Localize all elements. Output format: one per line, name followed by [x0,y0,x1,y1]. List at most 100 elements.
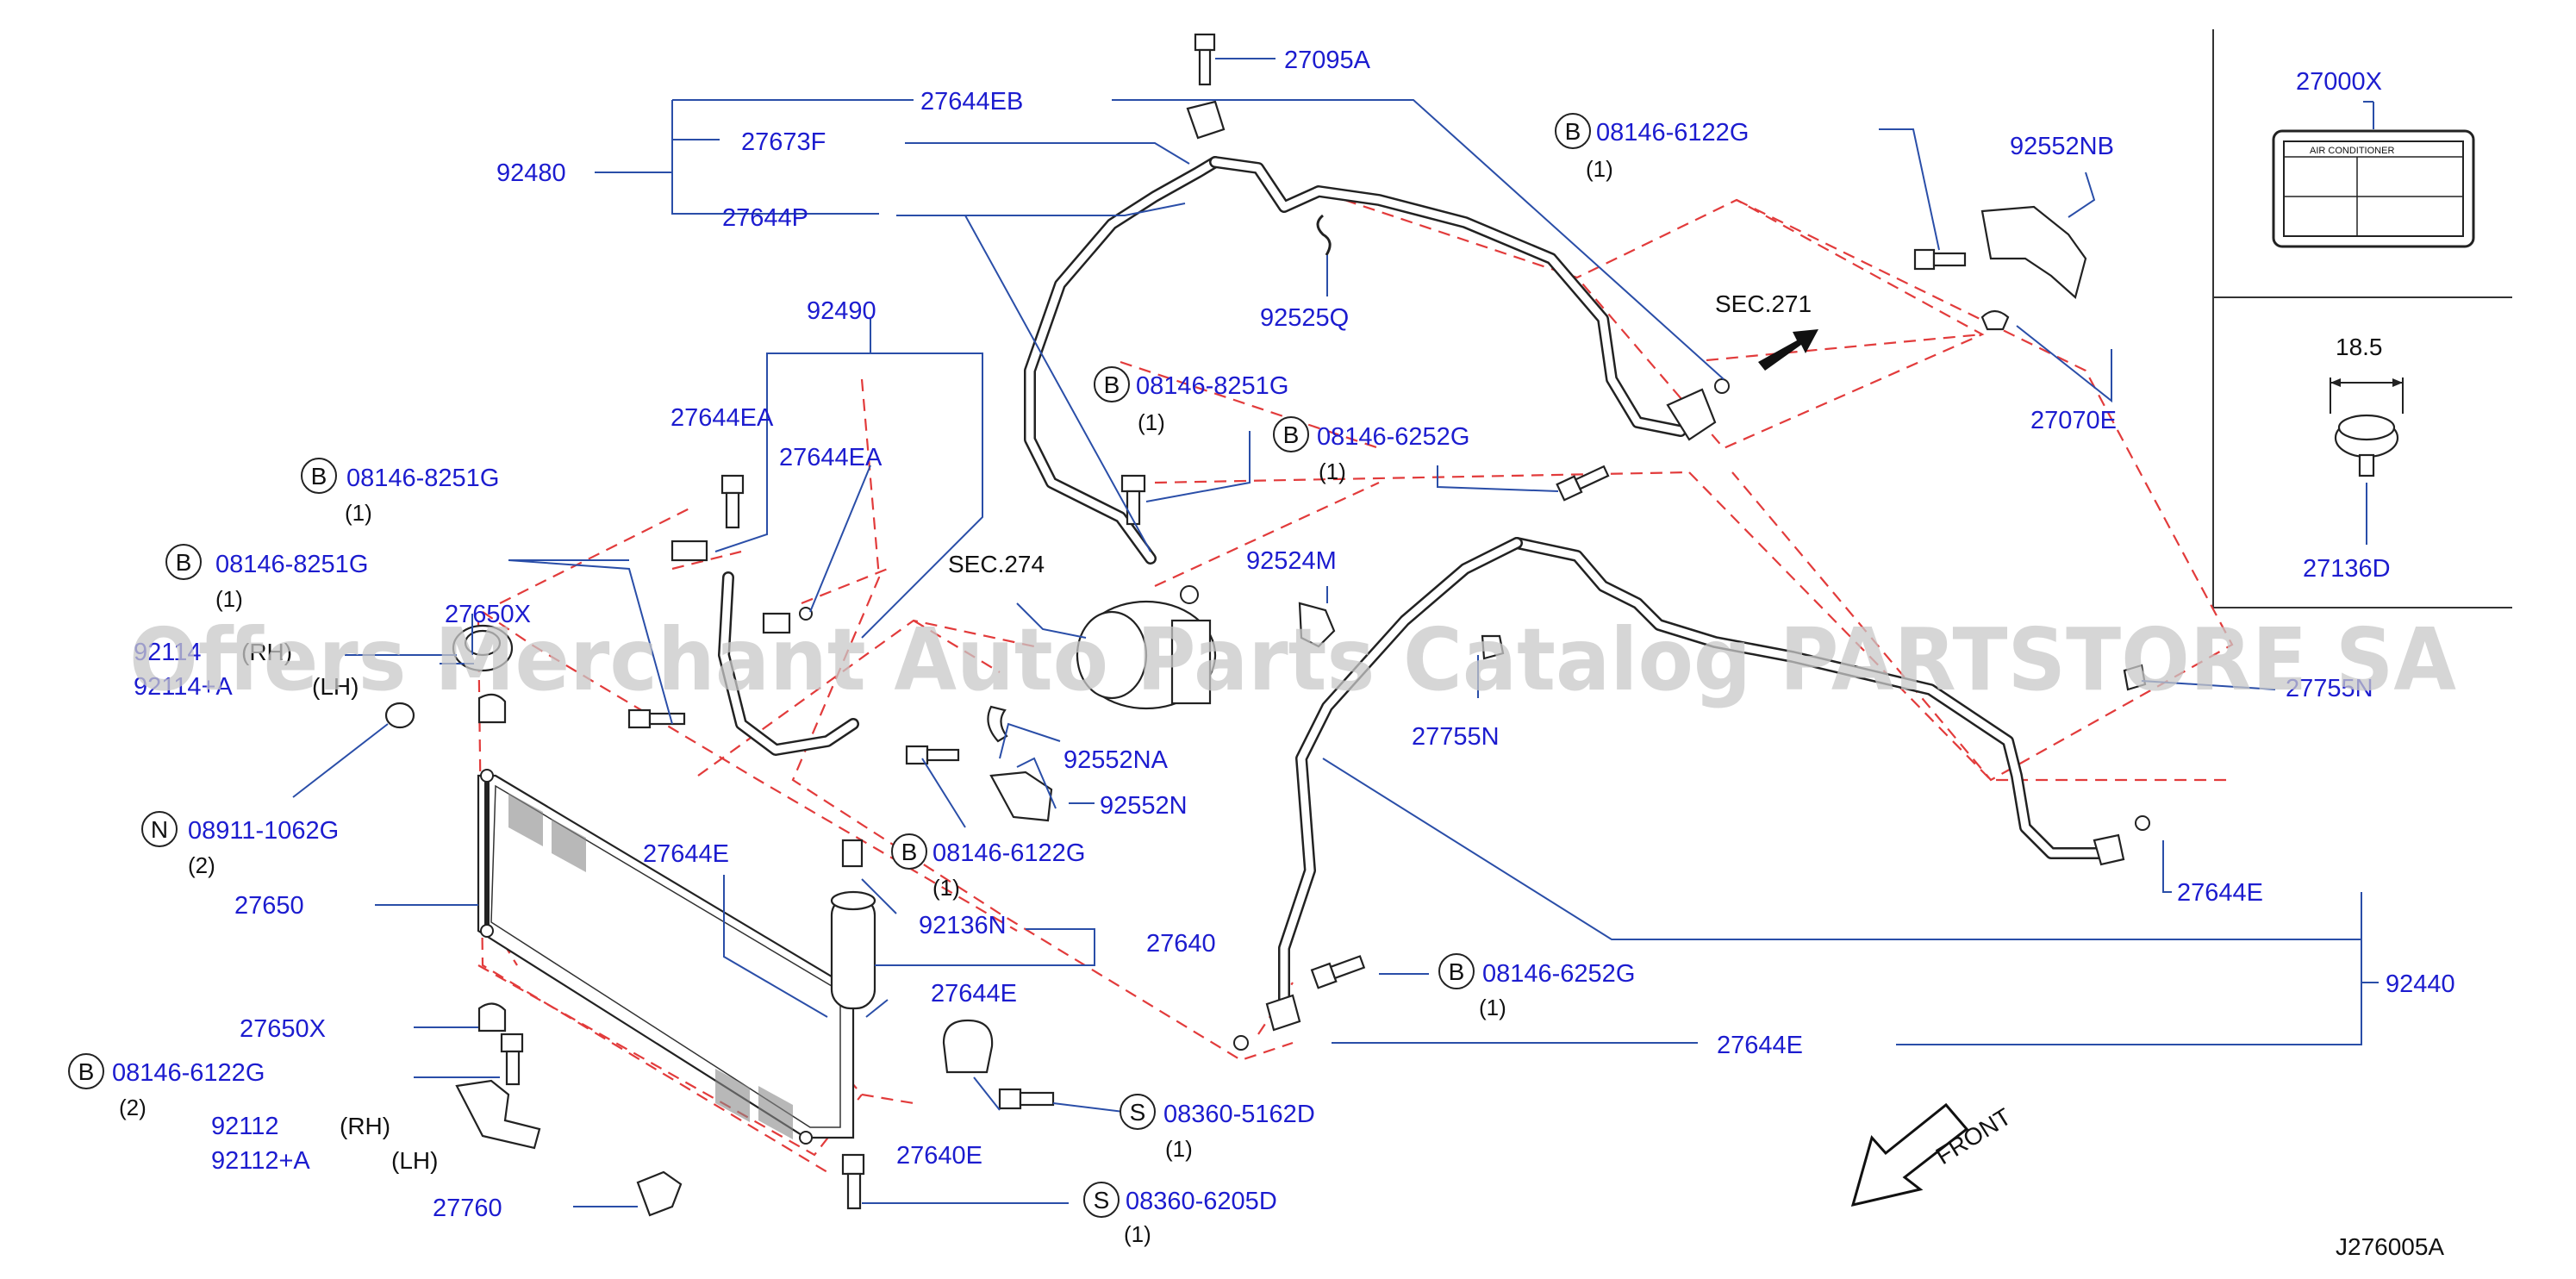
mount-icon [477,693,507,724]
part-label[interactable]: 27650X [445,601,531,628]
side-label: (RH) [241,639,292,665]
marker-s: S [1130,1099,1146,1126]
side-label: (RH) [340,1113,390,1139]
part-label[interactable]: 08146-6122G [1596,119,1749,147]
watermark: Offers Merchant Auto Parts Catalog PARTS… [129,609,2456,710]
part-label[interactable]: 92440 [2386,970,2455,998]
quantity: (1) [345,500,372,526]
ac-pipes [718,156,2109,1006]
part-label[interactable]: 27644EB [920,88,1023,115]
part-label[interactable]: 27644EA [671,404,774,432]
pipe-flange-icon [1265,994,1301,1032]
part-label[interactable]: 92136N [919,912,1007,939]
part-label[interactable]: 92525Q [1260,304,1349,332]
marker-b: B [1565,118,1581,145]
part-label[interactable]: 27644E [1717,1032,1803,1059]
bolt-icon [627,708,686,729]
part-label[interactable]: 92552NA [1063,746,1169,774]
clip-icon [1481,634,1505,660]
nut-icon [384,702,415,729]
part-label[interactable]: 92114 [134,639,202,666]
side-label: (LH) [391,1147,438,1174]
fitting-icon [671,540,708,562]
part-label[interactable]: 92112 [211,1113,279,1140]
front-arrow-icon [1850,1102,1969,1207]
part-label[interactable]: 27644E [643,840,729,868]
section-ref[interactable]: SEC.274 [948,551,1045,577]
part-label[interactable]: 08146-8251G [1136,372,1288,400]
part-label[interactable]: 27650X [240,1015,326,1043]
part-label[interactable]: 08360-6205D [1126,1188,1277,1215]
part-label[interactable]: 08360-5162D [1163,1101,1315,1128]
part-label[interactable]: 27644E [931,980,1017,1008]
part-label[interactable]: 92114+A [134,673,233,701]
part-label[interactable]: 08146-6252G [1317,423,1469,451]
part-label[interactable]: 08146-8251G [215,551,368,578]
part-label[interactable]: 27070E [2030,407,2117,434]
part-label[interactable]: 27644EA [779,444,883,471]
clip-icon [987,705,1008,743]
clip-icon [1316,214,1332,256]
section-ref[interactable]: SEC.271 [1715,290,1812,317]
part-label[interactable]: 27644P [722,204,808,232]
part-label[interactable]: 92524M [1246,547,1337,575]
leader-lines [292,58,2379,1207]
mount-icon [477,1002,507,1033]
part-label[interactable]: 08911-1062G [188,817,339,845]
quantity: (1) [1124,1221,1151,1247]
part-label[interactable]: 27640 [1146,930,1216,958]
part-label[interactable]: 08146-6252G [1482,960,1635,988]
part-label[interactable]: 92552NB [2010,133,2114,160]
fitting-icon [762,612,791,634]
bolt-icon [1310,955,1366,989]
part-label[interactable]: 27760 [433,1195,502,1222]
part-label[interactable]: 92490 [807,297,876,325]
part-label[interactable]: 08146-8251G [346,465,499,492]
pipe-flange-icon [2093,833,2125,866]
marker-b: B [311,463,327,490]
part-label[interactable]: 08146-6122G [932,839,1085,867]
part-label[interactable]: 08146-6122G [112,1059,265,1087]
quantity: (1) [1138,409,1165,435]
part-label[interactable]: 27640E [896,1142,982,1170]
bracket-icon [942,1019,994,1074]
bolt-icon [841,1153,865,1210]
ac-label-text: AIR CONDITIONER [2310,146,2394,156]
condenser-icon [477,769,855,1145]
receiver-tank-icon [830,839,876,1010]
quantity: (1) [1319,459,1346,484]
bracket-icon [1980,205,2087,300]
clip-icon [636,1170,683,1217]
sec271-arrow-icon [1758,329,1818,371]
bolt-icon [1556,465,1610,502]
part-label[interactable]: 27000X [2296,68,2382,96]
part-label[interactable]: 27755N [2286,675,2373,702]
quantity: (1) [932,875,960,901]
part-label[interactable]: 27755N [1412,723,1500,751]
part-label[interactable]: 92552N [1100,792,1188,820]
part-label[interactable]: 27644E [2177,879,2263,907]
clip-icon [2123,664,2147,691]
quantity: (1) [215,586,243,612]
part-label[interactable]: 92480 [496,159,566,187]
marker-n: N [151,816,168,843]
marker-b: B [1283,421,1300,448]
part-label[interactable]: 27650 [234,892,304,920]
part-label[interactable]: 27136D [2303,555,2391,583]
inset-panel: AIR CONDITIONER [2212,29,2512,608]
part-label[interactable]: 27095A [1284,47,1371,74]
side-label: (LH) [312,673,359,700]
pipe-flange-icon [1666,388,1717,441]
compressor-icon [1076,585,1217,710]
part-label[interactable]: 92112+A [211,1147,310,1175]
marker-circles [68,113,1591,1218]
diagram-code: J276005A [2336,1233,2444,1260]
bracket-icon [1186,100,1226,140]
dimension-label: 18.5 [2336,334,2383,360]
quantity: (2) [119,1095,147,1120]
bolt-icon [500,1033,524,1086]
bolt-icon [1913,248,1967,271]
part-label[interactable]: 27673F [741,128,826,156]
quantity: (1) [1586,156,1613,182]
